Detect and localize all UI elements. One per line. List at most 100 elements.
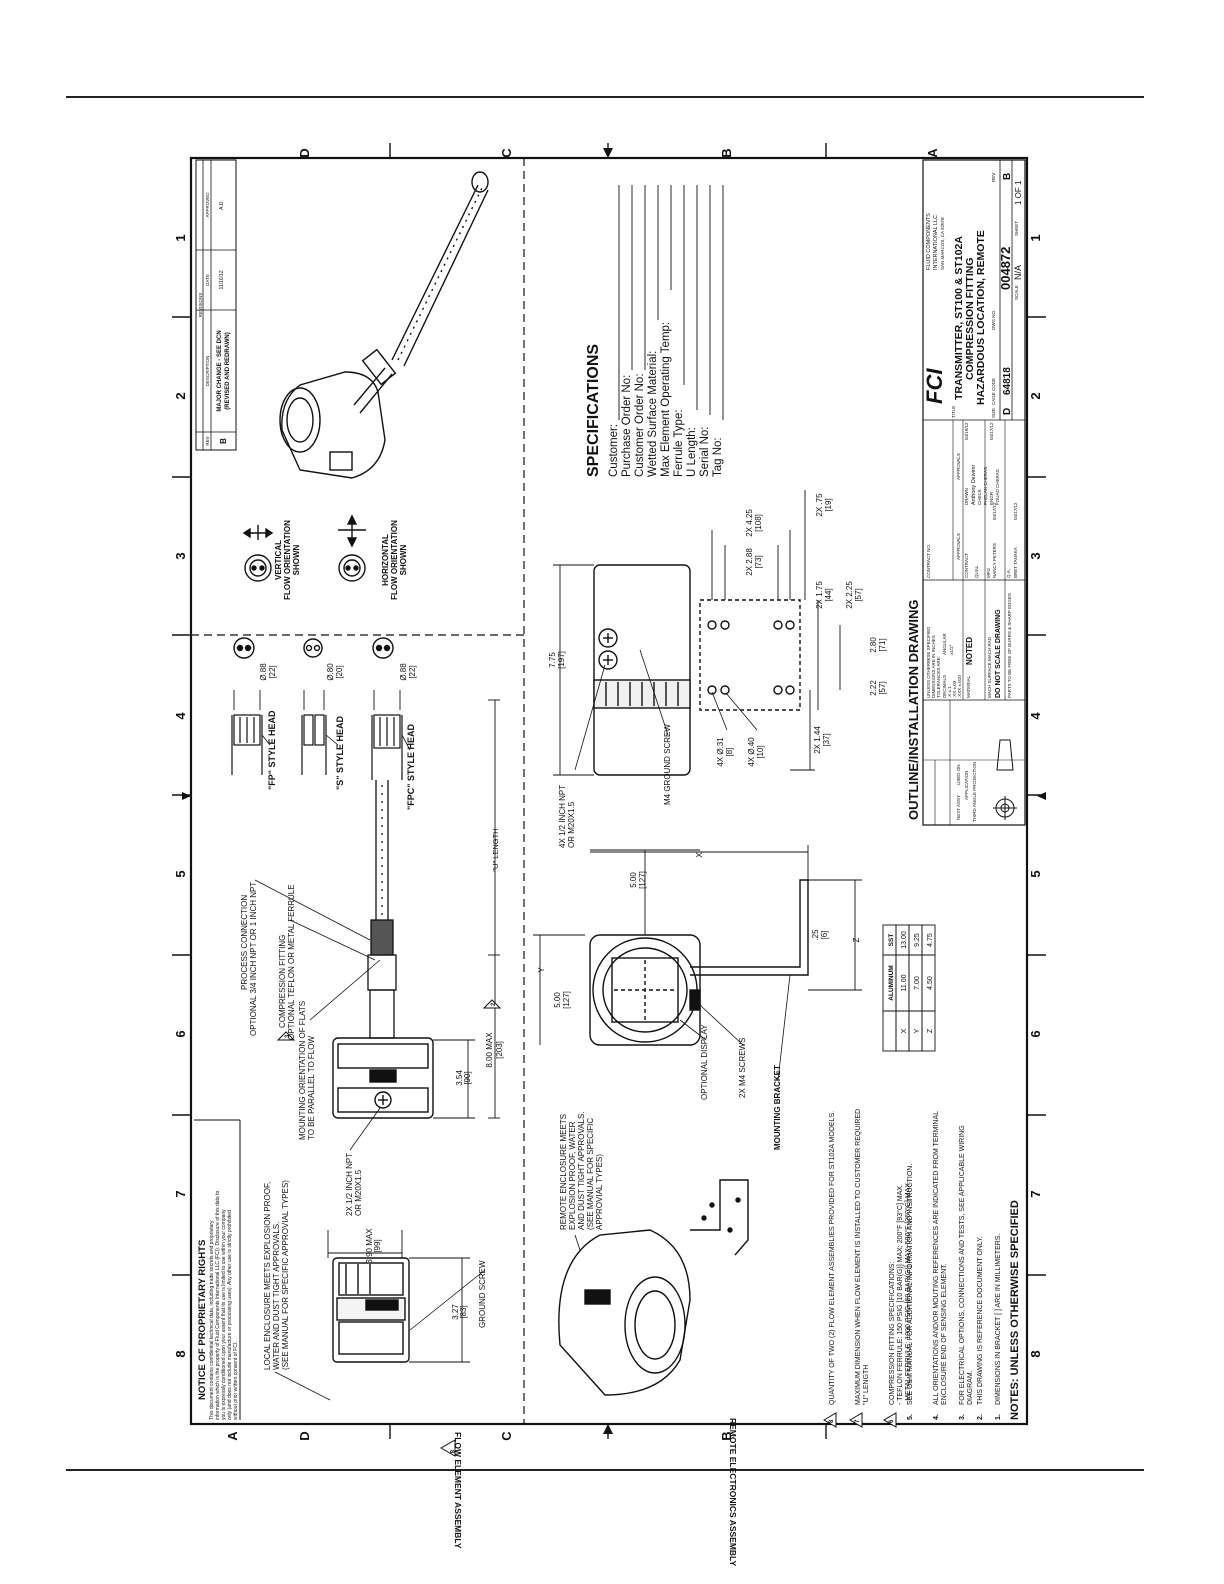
flow-element-enclosure — [332, 1037, 434, 1119]
dim-75-mm: [19] — [824, 498, 833, 511]
tb-qa-name: BRET TANAKA — [1013, 547, 1018, 578]
tb-date: 04/17/12 — [989, 422, 994, 440]
spec-field: U Length: — [686, 427, 698, 477]
bracket-dims — [711, 490, 841, 771]
dim-y — [533, 934, 585, 1045]
remote-enclosure-side-view — [593, 564, 801, 776]
tb-date: 04/17/12 — [1013, 502, 1018, 520]
dim-8-00 — [488, 954, 500, 1119]
note-line: DIMENSIONS IN BRACKET [ ] ARE IN MILLIME… — [995, 1234, 1002, 1405]
dim-425-value: 2X 4.25 — [745, 509, 754, 537]
spec-field: Max Element Operating Temp: — [660, 322, 672, 477]
dim-288-mm: [73] — [754, 555, 763, 568]
dim-y-label: Y — [537, 967, 546, 973]
dim-z-label: Z — [852, 937, 861, 942]
dim-031-leader — [711, 691, 728, 731]
tb-third-angle: THIRD ANGLE PROJECTION — [972, 762, 977, 822]
tb-tol-xx: .XX ±.03 — [952, 680, 957, 698]
zone-ticks — [172, 143, 1046, 1439]
dim-775-mm: [197] — [557, 651, 566, 669]
dim-354-mm: [90] — [463, 1071, 472, 1084]
s-head-sketch — [301, 714, 327, 775]
vertical-flow-icon — [242, 525, 274, 582]
note-line: FOR ELECTRICAL OPTIONS, CONNECTIONS AND … — [959, 1125, 966, 1405]
revisions-col-rev: REV — [205, 436, 210, 445]
dim-327-value: 3.27 — [451, 1304, 460, 1320]
dim-144-value: 2X 1.44 — [813, 726, 822, 754]
dim-225-value: 2X 2.25 — [845, 581, 854, 609]
dim-222-mm: [57] — [878, 681, 887, 694]
horizontal-flow-label: FLOW ORIENTATION — [390, 520, 399, 600]
npt-leader — [349, 1107, 381, 1151]
horizontal-flow-icon — [338, 514, 366, 582]
revisions-col-desc: DESCRIPTION — [205, 356, 210, 387]
zone-letter: C — [499, 1431, 514, 1441]
m4-ground-leader — [639, 649, 669, 736]
revision-desc-1: MAJOR CHANGE - SEE DCN — [217, 330, 223, 411]
dim-800-flag-triangle: 2 — [482, 999, 502, 1009]
spec-field: Customer: — [608, 424, 620, 477]
specifications-title: SPECIFICATIONS — [585, 344, 602, 477]
ground-screw-label: GROUND SCREW — [478, 1260, 487, 1328]
tb-title-label: TITLE — [951, 406, 956, 418]
dim-354-value: 3.54 — [455, 1070, 464, 1086]
dia-fp-mm: [22] — [268, 665, 277, 678]
dim-144-mm: [37] — [822, 733, 831, 746]
dim-040-leader — [725, 692, 758, 731]
process-connection-leader — [254, 879, 371, 941]
tb-decimals: DECIMALS — [942, 675, 947, 698]
zone-number: 1 — [173, 234, 188, 241]
note-line: ENCLOSURE END OF SENSING ELEMENT. — [941, 1263, 948, 1405]
note-flag-number: 8 — [448, 1450, 454, 1454]
tb-engr-name: FOUAD CHERAS — [995, 469, 1000, 505]
npt4-label: OR M20X1.5 — [567, 801, 576, 848]
transmitter-isometric-sketch — [279, 171, 489, 479]
dim-288-value: 2X 2.88 — [745, 548, 754, 576]
table-cell: X — [901, 1028, 908, 1033]
zone-number: 6 — [173, 1030, 188, 1037]
spec-field: Customer Order No: — [634, 373, 646, 477]
note-line: QUANTITY OF TWO (2) FLOW ELEMENT ASSEMBL… — [829, 1111, 836, 1405]
table-cell: 11.00 — [901, 974, 908, 991]
tb-company: INTERNATIONAL LLC — [933, 215, 939, 270]
dim-225-mm: [57] — [854, 588, 863, 601]
npt-label: 2X 1/2 INCH NPT — [345, 1153, 354, 1216]
note-number: 3. — [959, 1414, 966, 1420]
dia-fpc-mm: [22] — [408, 665, 417, 678]
dim-x-label: X — [695, 852, 704, 858]
outline-title: OUTLINE/INSTALLATION DRAWING — [906, 600, 921, 821]
mounting-flats-label: MOUNTING ORIENTATION OF FLATS — [298, 1001, 307, 1140]
revisions-block: REVISIONS REV DESCRIPTION DATE APPROVED … — [195, 159, 237, 451]
m4-ground-label: M4 GROUND SCREW — [663, 724, 672, 805]
tb-next-assy: NEXT ASSY — [956, 795, 961, 820]
dim-75-value: 2X .75 — [815, 493, 824, 517]
zone-letter: C — [499, 148, 514, 158]
note-number: 6 — [889, 1419, 895, 1423]
u-length-dim — [488, 699, 500, 955]
note-line: SEE O&M MANUAL FOR ADDITIONAL INFORMATIO… — [907, 1164, 914, 1405]
footer-rule — [66, 1469, 1144, 1471]
zone-letter: A — [925, 148, 940, 158]
dim-7-75 — [553, 564, 594, 776]
zone-number: 3 — [1028, 552, 1043, 559]
note-line: THIS DRAWING IS REFERENCE DOCUMENT ONLY. — [977, 1236, 984, 1405]
fpc-head-leader — [401, 734, 411, 751]
vertical-flow-label: FLOW ORIENTATION — [283, 520, 292, 600]
dim-390-mm: [99] — [373, 1239, 382, 1252]
dim-031-value: 4X Ø.31 — [716, 737, 725, 767]
optional-display-label: OPTIONAL DISPLAY — [700, 1024, 709, 1100]
tb-tolerances: TOLERANCES ARE: — [936, 656, 941, 698]
tb-dwg-label: DWG NO. — [991, 310, 996, 330]
dim-280-value: 2.80 — [869, 637, 878, 653]
zone-number: 4 — [1028, 712, 1043, 720]
process-connection-label: OPTIONAL 3/4 INCH NPT OR 1 INCH NPT — [249, 882, 258, 1036]
fpc-head-sketch — [371, 714, 403, 780]
remote-enclosure-line: APPROVIAL TYPES) — [595, 1154, 604, 1230]
fci-logo: FCI — [922, 368, 947, 404]
dim-031-mm: [8] — [725, 748, 734, 757]
remote-electronics-label: REMOTE ELECTRONICS ASSEMBLY — [728, 1418, 738, 1566]
zone-number: 8 — [1028, 1350, 1043, 1357]
dia-fpc-value: Ø.88 — [399, 663, 408, 681]
revisions-col-approved: APPROVED — [205, 192, 210, 218]
zone-number: 4 — [173, 712, 188, 720]
